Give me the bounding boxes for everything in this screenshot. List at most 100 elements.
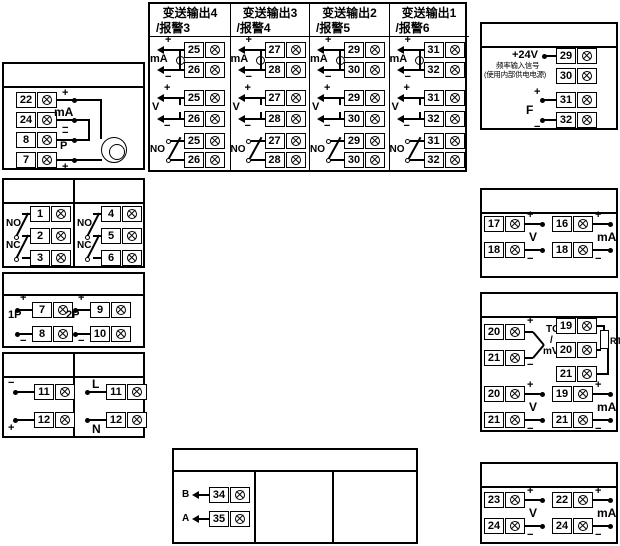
label: + — [78, 292, 85, 304]
terminal: 19 — [552, 386, 593, 402]
terminal: 29 — [344, 90, 385, 106]
terminal: 27 — [264, 90, 306, 106]
wire-arrow-icon — [237, 94, 245, 102]
terminal-number: 32 — [423, 111, 444, 127]
terminal-number: 20 — [484, 324, 504, 340]
label: + — [527, 209, 534, 221]
wire-line — [250, 159, 265, 161]
terminal-number: 27 — [264, 133, 285, 149]
terminal: 3 — [30, 250, 71, 266]
screw-terminal-icon — [205, 152, 225, 168]
screw-terminal-icon — [365, 133, 385, 149]
screw-head-icon — [127, 253, 137, 263]
wire-line — [76, 99, 102, 101]
wire-line — [57, 159, 73, 161]
terminal-number: 21 — [484, 350, 504, 366]
terminal: 32 — [423, 62, 465, 78]
contact-circle-icon — [13, 256, 19, 262]
screw-terminal-icon — [577, 318, 597, 334]
terminal-number: 26 — [184, 111, 204, 127]
wire-dot — [71, 137, 77, 143]
terminal-number: 18 — [484, 242, 504, 258]
wire-line — [16, 391, 34, 393]
terminal: 26 — [184, 62, 225, 78]
screw-terminal-icon — [573, 492, 593, 508]
screw-terminal-icon — [577, 366, 597, 382]
wire-line — [76, 139, 90, 141]
terminal: 10 — [90, 326, 131, 342]
terminal: 12 — [34, 412, 75, 428]
label: − — [595, 253, 602, 265]
terminal-number: 11 — [106, 384, 126, 400]
terminal: 29 — [344, 133, 385, 149]
terminal-number: 22 — [552, 492, 572, 508]
wire-line — [324, 49, 344, 51]
label: mA — [230, 53, 249, 65]
terminal: 5 — [101, 228, 142, 244]
screw-head-icon — [235, 514, 245, 524]
label: + — [325, 34, 332, 46]
column-header: 变送输出3/报警4 — [230, 4, 310, 37]
screw-head-icon — [42, 135, 52, 145]
screw-terminal-icon — [111, 302, 131, 318]
terminal: 2 — [30, 228, 71, 244]
terminal: 27 — [264, 133, 306, 149]
screw-head-icon — [370, 155, 380, 165]
label: − — [8, 377, 15, 389]
wire-line — [403, 118, 424, 120]
wire-dot — [14, 307, 20, 313]
screw-head-icon — [582, 95, 592, 105]
current-source-icon — [335, 55, 345, 65]
screw-head-icon — [582, 345, 592, 355]
wire-line — [76, 333, 90, 335]
terminal-number: 25 — [184, 90, 204, 106]
pressure-input-title — [482, 190, 616, 214]
label: V — [312, 101, 320, 113]
terminal-number: 29 — [344, 90, 364, 106]
label: − — [324, 120, 331, 132]
terminal: 30 — [344, 152, 385, 168]
wire-line — [597, 325, 605, 327]
screw-terminal-icon — [53, 326, 73, 342]
terminal-number: 19 — [552, 386, 572, 402]
wire-dot — [607, 221, 613, 227]
contact-circle-icon — [405, 157, 410, 163]
wire-arrow-icon — [317, 66, 324, 74]
contact-circle-icon — [84, 256, 90, 262]
terminal: 30 — [556, 68, 597, 84]
screw-head-icon — [210, 65, 220, 75]
power-d-title — [4, 354, 73, 376]
screw-head-icon — [510, 495, 520, 505]
wire-dot — [539, 117, 545, 123]
terminal-number: 24 — [552, 518, 572, 534]
wire-line — [544, 99, 556, 101]
wire-dot — [539, 497, 545, 503]
terminal: 1 — [30, 206, 71, 222]
feed-output-title — [4, 274, 143, 296]
terminal-number: 26 — [184, 152, 204, 168]
screw-head-icon — [578, 521, 588, 531]
wire-line — [339, 98, 341, 105]
wire-line — [525, 249, 541, 251]
wire-dot — [12, 417, 18, 423]
label: + — [534, 86, 541, 98]
terminal: 4 — [101, 206, 142, 222]
wire-line — [57, 139, 73, 141]
terminal: 9 — [90, 302, 131, 318]
contact-circle-icon — [246, 138, 251, 144]
wire-line — [597, 349, 601, 351]
label: 频率输入信号 — [496, 61, 540, 70]
screw-terminal-icon — [230, 511, 250, 527]
label: L — [92, 377, 100, 391]
screw-terminal-icon — [444, 62, 465, 78]
wire-line — [164, 118, 184, 120]
label: 2P — [66, 309, 80, 321]
label: + — [404, 34, 411, 46]
current-source-icon — [256, 55, 265, 65]
screw-terminal-icon — [505, 216, 525, 232]
